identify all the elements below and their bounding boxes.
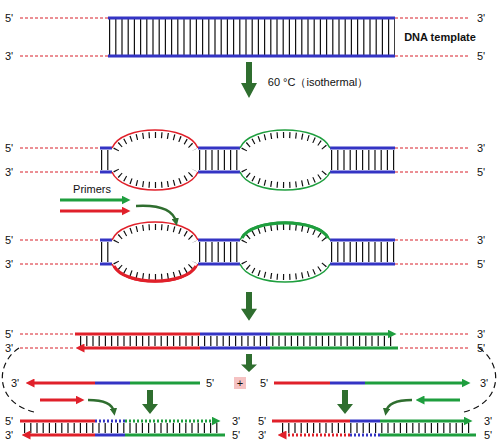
strand-end: 5' — [258, 416, 266, 427]
flow-arrow — [136, 206, 176, 222]
step-arrow — [241, 292, 257, 321]
strand — [350, 420, 380, 423]
primer-arrow — [40, 399, 80, 402]
strand — [95, 434, 125, 437]
strand — [330, 382, 365, 385]
strand — [20, 348, 75, 349]
strand — [400, 334, 470, 335]
strand-end: 5' — [5, 235, 13, 246]
strand — [95, 420, 125, 423]
flow-arrow — [88, 400, 114, 412]
strand-end: 3' — [477, 13, 485, 24]
bound-primer — [242, 223, 328, 238]
strand — [272, 420, 350, 423]
strand-end: 5' — [477, 51, 485, 62]
cycle-loop — [464, 346, 496, 412]
base-pairs — [24, 423, 218, 433]
strand — [395, 18, 470, 19]
dna-template-duplex — [20, 18, 470, 56]
strand-end: 3' — [258, 430, 266, 441]
strand — [20, 334, 75, 335]
strand-end: 5' — [206, 378, 214, 389]
strand — [270, 333, 392, 336]
strand — [20, 18, 108, 19]
strand-end: 5' — [477, 259, 485, 270]
strand — [125, 434, 225, 437]
node-text: + — [237, 378, 243, 389]
step-arrow — [142, 390, 158, 414]
step-arrow — [241, 354, 257, 372]
strand-end: 5' — [5, 143, 13, 154]
new-duplex — [272, 421, 476, 435]
primer-arrow — [60, 199, 126, 202]
strand-end: 3' — [5, 51, 13, 62]
new-duplex — [20, 421, 225, 435]
amplified-duplex — [20, 334, 470, 348]
strand — [200, 333, 270, 336]
strand — [75, 333, 200, 336]
strand — [270, 347, 398, 350]
strand-end: 3' — [477, 143, 485, 154]
cycle-loop — [2, 346, 34, 412]
strand — [200, 347, 270, 350]
base-pairs — [80, 336, 392, 346]
strand-end: 3' — [480, 378, 488, 389]
strand-end: 3' — [11, 378, 19, 389]
strand — [380, 434, 476, 437]
strand-end: 5' — [484, 430, 492, 441]
strand — [380, 420, 468, 423]
strand — [95, 382, 130, 385]
plus-box: + — [234, 377, 246, 389]
strand — [30, 382, 95, 385]
strand-end: 3' — [477, 235, 485, 246]
primer-label: Primers — [73, 184, 111, 195]
strand — [20, 56, 108, 57]
strand-end: 5' — [232, 430, 240, 441]
single-strands — [30, 383, 466, 384]
strand-end: 3' — [484, 416, 492, 427]
strand-end: 5' — [5, 13, 13, 24]
strand — [108, 55, 395, 58]
strand — [282, 434, 350, 437]
strand — [80, 347, 200, 350]
strand-end: 3' — [5, 167, 13, 178]
strand-end: 3' — [5, 430, 13, 441]
base-pairs — [282, 423, 470, 433]
primer-arrow — [420, 399, 460, 402]
strand-end: 5' — [5, 329, 13, 340]
strand — [350, 434, 380, 437]
strand — [274, 382, 330, 385]
strand-end: 5' — [5, 416, 13, 427]
strand-end: 5' — [477, 167, 485, 178]
base-pairs — [109, 19, 395, 55]
strand-end: 5' — [260, 378, 268, 389]
strand — [365, 382, 466, 385]
melted-duplex — [20, 130, 470, 190]
step-arrow — [337, 390, 353, 414]
primer-arrow — [60, 210, 126, 213]
strand — [108, 17, 395, 20]
primed-duplex — [20, 222, 470, 282]
strand — [125, 420, 216, 423]
strand — [395, 56, 470, 57]
strand — [400, 348, 470, 349]
strand — [130, 382, 200, 385]
strand — [26, 434, 95, 437]
bound-primer — [114, 266, 196, 281]
strand-end: 3' — [477, 329, 485, 340]
condition-label: 60 °C（isothermal） — [268, 77, 368, 88]
strand — [20, 420, 95, 423]
diagram-label: DNA template — [404, 32, 476, 43]
step-arrow — [241, 62, 257, 98]
strand-end: 3' — [5, 259, 13, 270]
strand-end: 3' — [232, 416, 240, 427]
strand-end: 5' — [477, 343, 485, 354]
flow-arrow — [386, 400, 412, 412]
strand-end: 3' — [5, 343, 13, 354]
